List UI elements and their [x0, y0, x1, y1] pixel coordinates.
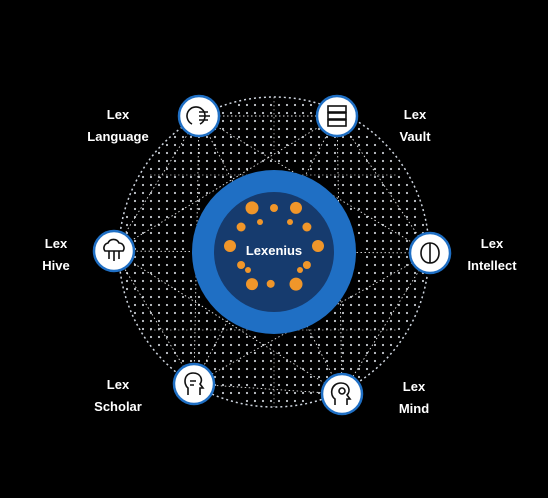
connection-line: [113, 250, 431, 254]
center-label: Lexenius: [245, 243, 303, 258]
orange-orbit-dots: [224, 201, 324, 291]
center-inner-circle: [214, 192, 334, 312]
connection-line: [113, 115, 338, 252]
node-language[interactable]: [177, 94, 221, 138]
orange-dot: [236, 222, 246, 232]
connection-line: [198, 115, 431, 254]
orange-dot: [224, 240, 236, 252]
node-mind[interactable]: [320, 372, 364, 416]
orange-dot: [266, 279, 275, 288]
head-profile-icon: [184, 372, 205, 395]
cloud-network-icon: [103, 238, 125, 261]
connection-line: [113, 250, 195, 385]
orange-dot: [297, 267, 303, 273]
orange-dot: [302, 222, 312, 232]
orange-dot: [270, 204, 278, 212]
server-stack-icon: [327, 105, 347, 127]
orange-dot: [289, 277, 303, 291]
orange-dot: [257, 219, 263, 225]
brain-icon: [420, 242, 440, 264]
connection-line: [113, 115, 200, 252]
orange-dot: [312, 240, 324, 252]
orange-dot: [302, 261, 311, 269]
connection-line: [113, 250, 343, 395]
connection-line: [193, 252, 431, 385]
orange-dot: [290, 201, 302, 214]
head-gear-icon: [330, 382, 352, 405]
connection-line: [193, 115, 200, 385]
orange-dot: [287, 219, 293, 225]
orange-dot: [246, 278, 258, 291]
node-vault[interactable]: [315, 94, 359, 138]
circuit-brain-icon: [186, 106, 210, 125]
node-intellect[interactable]: [408, 231, 452, 275]
orange-dot: [245, 201, 259, 215]
node-hive[interactable]: [92, 229, 136, 273]
connection-line: [341, 252, 431, 395]
connection-line: [193, 383, 343, 395]
node-scholar[interactable]: [172, 362, 216, 406]
connection-line: [193, 115, 338, 385]
orange-dot: [245, 267, 251, 273]
orange-dot: [237, 261, 246, 269]
